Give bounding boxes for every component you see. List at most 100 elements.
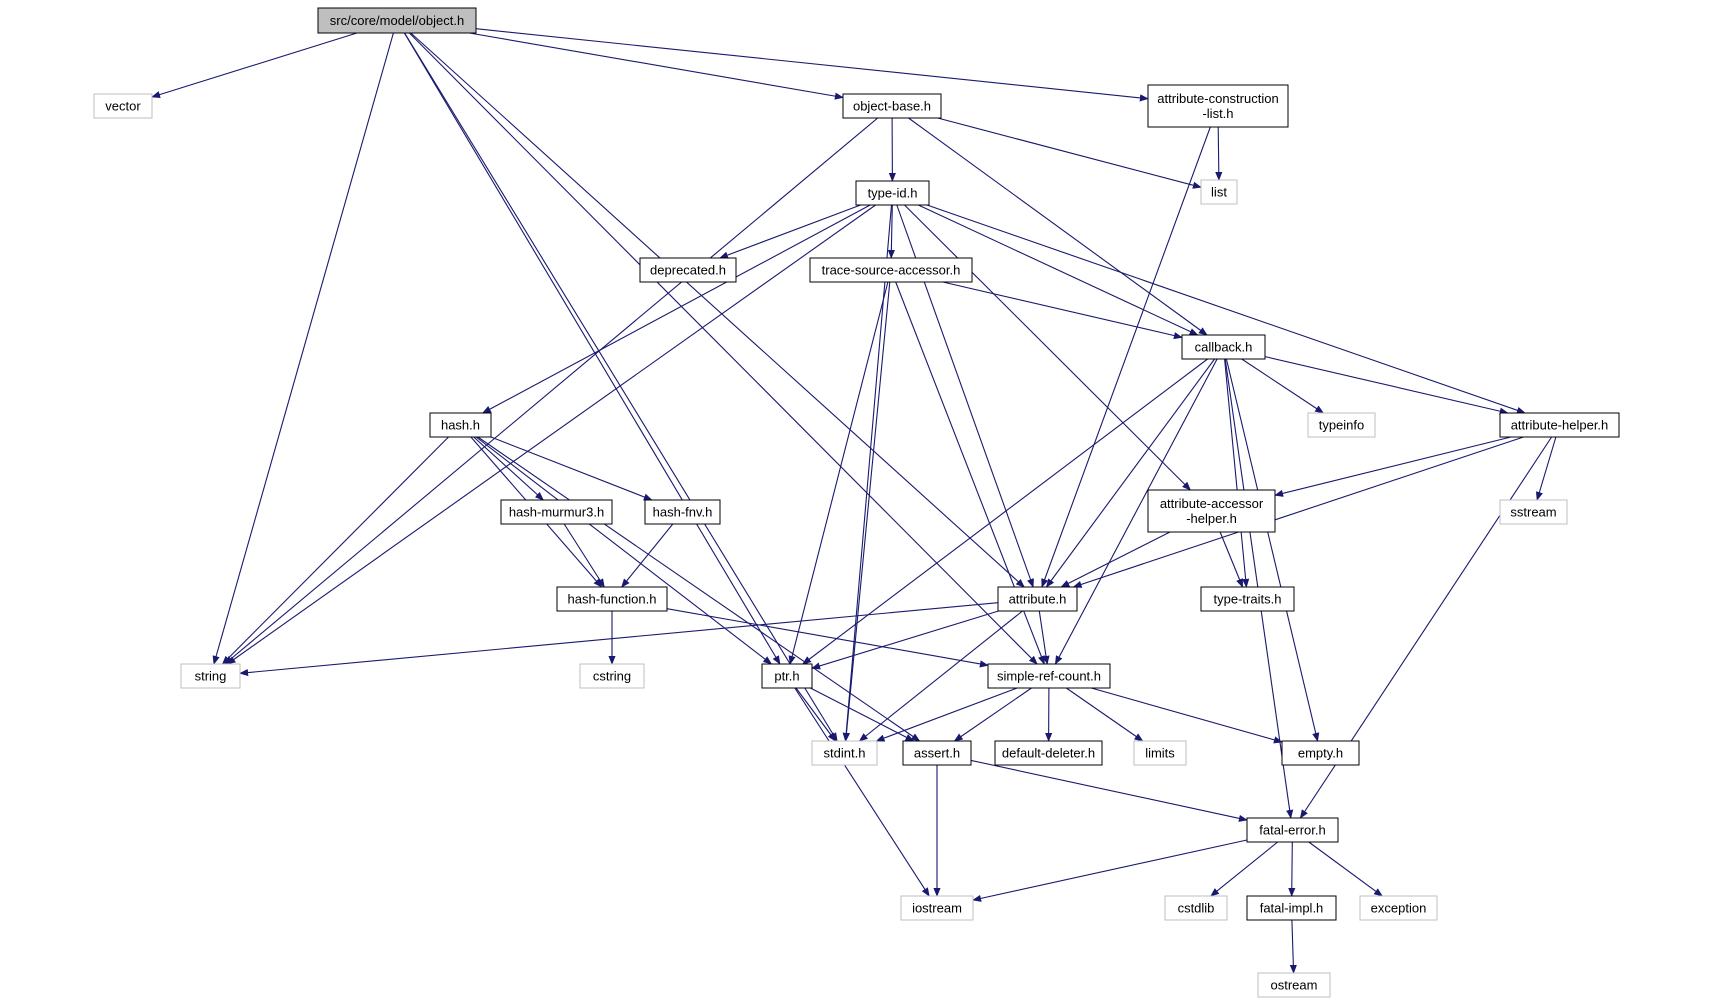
- node-label: type-traits.h: [1214, 592, 1282, 607]
- node-label: iostream: [912, 901, 962, 916]
- edge-hash-to-assert: [477, 436, 921, 742]
- node-box: [1307, 412, 1376, 438]
- edge-ptr-to-iostream: [794, 687, 930, 897]
- edge-src-to-limits: [1065, 687, 1144, 742]
- node-string[interactable]: string: [180, 663, 241, 689]
- node-box: [994, 740, 1103, 766]
- node-label: hash-function.h: [568, 592, 657, 607]
- edge-hash-to-ptr: [475, 436, 773, 665]
- node-label: ostream: [1271, 978, 1318, 993]
- edge-fatal_error-to-iostream: [972, 839, 1248, 902]
- node-deprecated[interactable]: deprecated.h: [639, 257, 737, 283]
- node-box: [556, 586, 668, 612]
- node-src[interactable]: simple-ref-count.h: [987, 663, 1111, 689]
- node-assert[interactable]: assert.h: [902, 740, 972, 766]
- node-stdint[interactable]: stdint.h: [811, 740, 878, 766]
- node-label: limits: [1145, 746, 1175, 761]
- edge-hash-to-string: [221, 436, 449, 665]
- node-list[interactable]: list: [1200, 179, 1238, 205]
- node-exception[interactable]: exception: [1359, 895, 1438, 921]
- node-default-deleter[interactable]: default-deleter.h: [994, 740, 1103, 766]
- nodes-layer: src/core/model/object.h vector object-base…: [93, 7, 1620, 998]
- node-attr-helper[interactable]: attribute-helper.h: [1499, 412, 1620, 438]
- node-aah[interactable]: attribute-accessor-helper.h: [1147, 489, 1276, 533]
- edge-object-to-src: [409, 32, 1038, 665]
- node-box: [1147, 489, 1276, 533]
- edge-attr_helper-to-attribute: [1072, 436, 1524, 588]
- edge-callback-to-src: [1054, 358, 1218, 665]
- node-fatal-impl[interactable]: fatal-impl.h: [1246, 895, 1337, 921]
- node-box: [644, 499, 721, 525]
- node-fnv[interactable]: hash-fnv.h: [644, 499, 721, 525]
- node-sstream[interactable]: sstream: [1499, 499, 1568, 525]
- node-box: [579, 663, 645, 689]
- edge-object-to-ptr: [403, 32, 781, 665]
- node-box: [180, 663, 241, 689]
- node-label: cstdlib: [1178, 901, 1215, 916]
- node-box: [1200, 179, 1238, 205]
- edge-type_id-to-aah: [904, 204, 1192, 491]
- edges-layer: [151, 28, 1557, 974]
- edge-hash-to-fnv: [490, 436, 653, 501]
- node-fatal-error[interactable]: fatal-error.h: [1246, 817, 1339, 843]
- edge-object-to-object_base: [469, 32, 844, 100]
- edge-object_base-to-list: [937, 117, 1202, 189]
- node-box: [500, 499, 613, 525]
- node-label: typeinfo: [1319, 418, 1365, 433]
- node-object-base[interactable]: object-base.h: [842, 93, 942, 119]
- node-ptr[interactable]: ptr.h: [761, 663, 813, 689]
- node-label: hash-fnv.h: [653, 505, 713, 520]
- node-label: default-deleter.h: [1002, 746, 1095, 761]
- node-vector[interactable]: vector: [93, 93, 153, 119]
- edge-fatal_impl-to-ostream: [1289, 919, 1297, 974]
- node-empty[interactable]: empty.h: [1281, 740, 1360, 766]
- node-label: -helper.h: [1186, 511, 1237, 526]
- node-box: [1246, 895, 1337, 921]
- edge-murmur-to-hash_function: [563, 523, 605, 588]
- edge-callback-to-attr_helper: [1264, 356, 1509, 415]
- node-murmur[interactable]: hash-murmur3.h: [500, 499, 613, 525]
- node-object[interactable]: src/core/model/object.h: [317, 7, 477, 34]
- node-label: attribute.h: [1009, 592, 1067, 607]
- edge-type_id-to-string: [226, 204, 876, 665]
- node-label: hash.h: [441, 418, 480, 433]
- node-limits[interactable]: limits: [1133, 740, 1187, 766]
- node-type-id[interactable]: type-id.h: [855, 180, 930, 206]
- node-callback[interactable]: callback.h: [1181, 334, 1266, 360]
- node-label: sstream: [1510, 505, 1556, 520]
- node-typeinfo[interactable]: typeinfo: [1307, 412, 1376, 438]
- node-box: [1147, 84, 1289, 128]
- node-attribute[interactable]: attribute.h: [997, 586, 1078, 612]
- node-box: [1257, 972, 1331, 998]
- node-label: src/core/model/object.h: [330, 13, 464, 28]
- node-label: -list.h: [1202, 106, 1233, 121]
- edge-ptr-to-stdint: [795, 687, 837, 742]
- edge-attr_helper-to-aah: [1274, 436, 1512, 497]
- node-box: [809, 257, 973, 283]
- node-box: [429, 412, 492, 438]
- node-cstdlib[interactable]: cstdlib: [1164, 895, 1228, 921]
- edge-ptr-to-assert: [810, 687, 915, 742]
- edge-callback-to-attribute: [1045, 358, 1216, 588]
- node-hash[interactable]: hash.h: [429, 412, 492, 438]
- node-tsa[interactable]: trace-source-accessor.h: [809, 257, 973, 283]
- node-box: [987, 663, 1111, 689]
- edge-acl-to-attribute: [1041, 126, 1211, 588]
- node-label: vector: [105, 99, 141, 114]
- edge-object-to-string: [212, 32, 394, 665]
- node-box: [1133, 740, 1187, 766]
- edge-aah-to-attribute: [1060, 531, 1171, 588]
- edge-object-to-attribute: [410, 32, 1025, 588]
- edge-type_id-to-hash: [482, 204, 871, 414]
- node-ostream[interactable]: ostream: [1257, 972, 1331, 998]
- node-box: [1200, 586, 1295, 612]
- node-acl[interactable]: attribute-construction-list.h: [1147, 84, 1289, 128]
- node-box: [842, 93, 942, 119]
- node-hash-function[interactable]: hash-function.h: [556, 586, 668, 612]
- node-iostream[interactable]: iostream: [900, 895, 974, 921]
- node-label: fatal-impl.h: [1260, 901, 1324, 916]
- edge-callback-to-ptr: [802, 358, 1208, 665]
- node-type-traits[interactable]: type-traits.h: [1200, 586, 1295, 612]
- edge-acl-to-list: [1215, 126, 1223, 181]
- node-cstring[interactable]: cstring: [579, 663, 645, 689]
